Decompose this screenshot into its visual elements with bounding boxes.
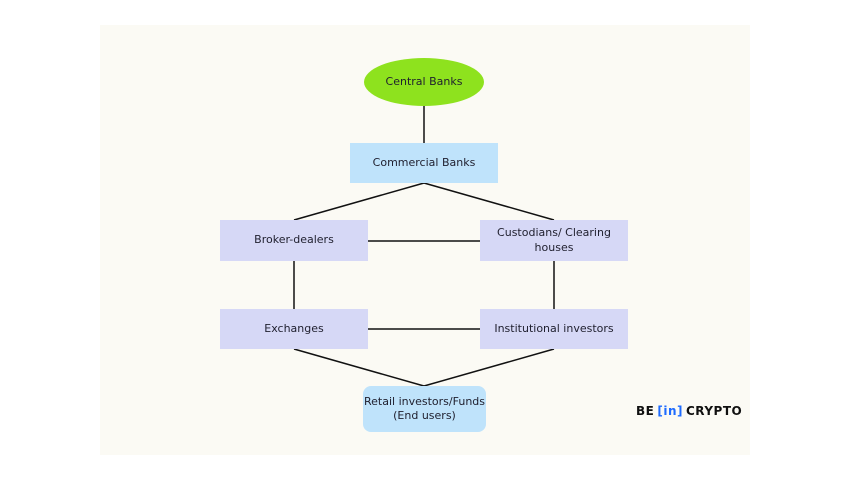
edge-exchanges-retail xyxy=(293,348,425,387)
node-retail-investors-label-line2: (End users) xyxy=(393,409,456,422)
node-retail-investors-label-line1: Retail investors/Funds xyxy=(364,394,485,408)
edge-commercial-custodians xyxy=(423,182,555,221)
node-broker-dealers: Broker-dealers xyxy=(220,220,368,261)
node-institutional-investors: Institutional investors xyxy=(480,309,628,349)
logo-text-right: CRYPTO xyxy=(685,404,743,418)
logo-text-left: BE xyxy=(636,404,655,418)
node-retail-investors: Retail investors/Funds (End users) xyxy=(363,386,486,432)
node-broker-dealers-label: Broker-dealers xyxy=(254,233,334,247)
node-exchanges: Exchanges xyxy=(220,309,368,349)
logo-text-middle: [in] xyxy=(657,404,683,418)
node-custodians: Custodians/ Clearing houses xyxy=(480,220,628,261)
edge-commercial-broker xyxy=(293,182,425,221)
node-exchanges-label: Exchanges xyxy=(264,321,324,335)
beincrypto-logo: BE [in] CRYPTO xyxy=(636,402,742,420)
node-institutional-investors-label: Institutional investors xyxy=(494,321,614,335)
node-commercial-banks: Commercial Banks xyxy=(350,143,498,183)
edge-institutional-retail xyxy=(423,348,555,387)
node-custodians-label: Custodians/ Clearing houses xyxy=(497,226,611,254)
node-commercial-banks-label: Commercial Banks xyxy=(372,155,476,169)
node-central-banks-label: Central Banks xyxy=(385,74,463,88)
node-central-banks: Central Banks xyxy=(364,58,484,106)
